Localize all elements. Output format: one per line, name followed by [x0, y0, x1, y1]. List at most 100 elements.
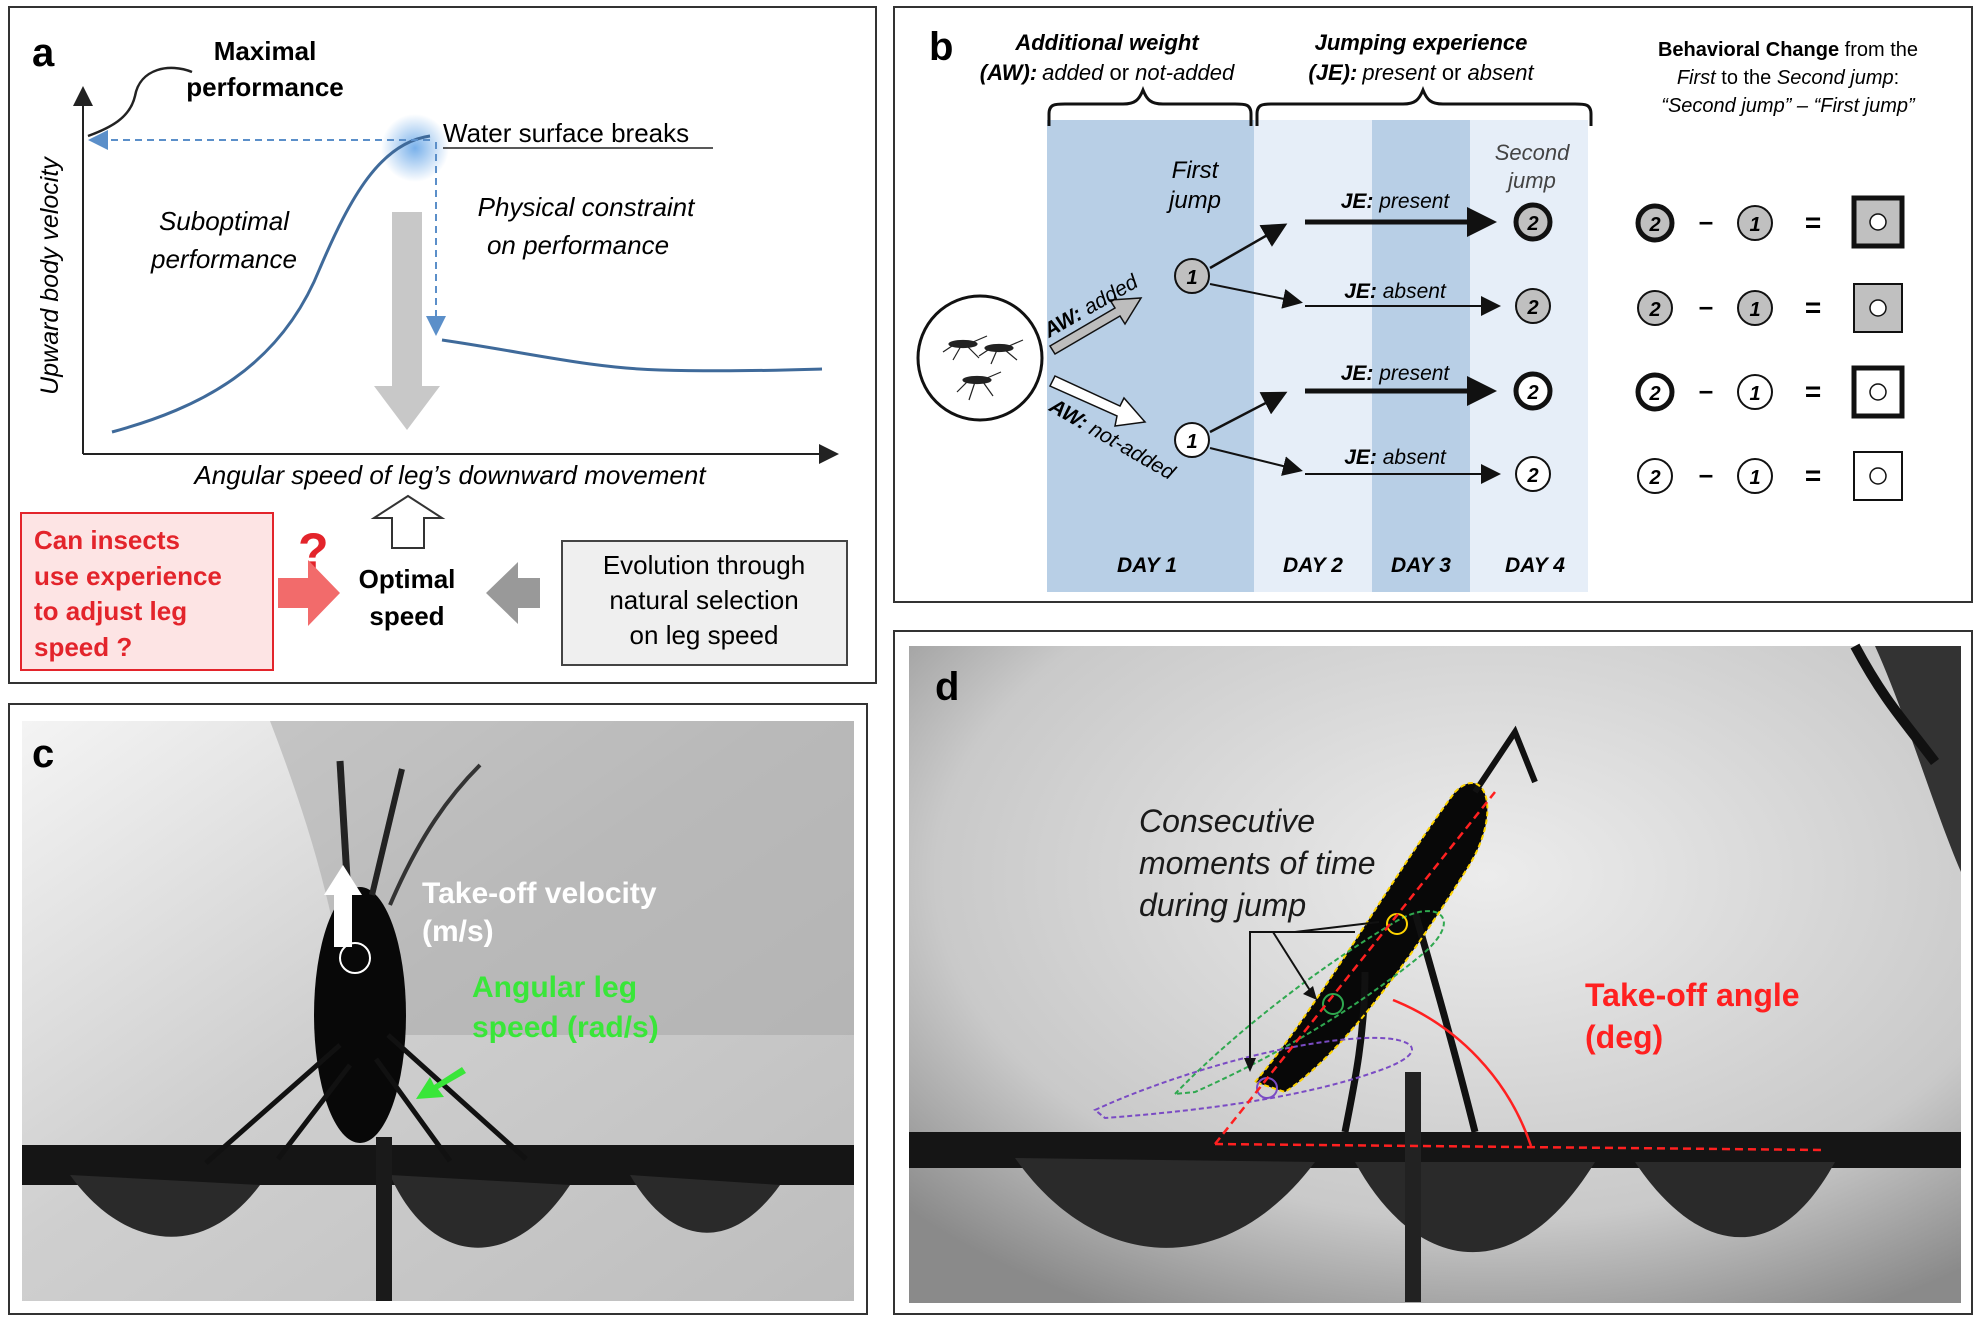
first-jump-node-white: [1174, 422, 1210, 458]
bc-title-line-2: First to the Second jump:: [1677, 67, 1899, 89]
branch-arrow-4: [1209, 447, 1303, 476]
first-jump-node-grey-label: 1: [1186, 267, 1197, 289]
surface-break-glow: [381, 114, 449, 182]
panel-b-letter: b: [929, 25, 953, 69]
velocity-label-2: (m/s): [422, 915, 494, 948]
constraint-label-1: Physical constraint: [478, 192, 697, 222]
panel-d-photo: d Consecutive moments of time during jum…: [909, 643, 1961, 1303]
x-axis-label: Angular speed of leg’s downward movement: [192, 460, 707, 490]
first-jump-label-1: First: [1172, 157, 1220, 184]
branch-arrow-1: [1209, 223, 1288, 270]
max-perf-pointer: [87, 66, 193, 138]
grey-left-arrow: [486, 562, 540, 624]
grey-down-arrow: [374, 212, 440, 430]
take-off-trajectory-line: [1214, 791, 1496, 1145]
aw-notadded-arrow: [1048, 375, 1147, 427]
centre-of-mass-marker: [339, 942, 371, 974]
panel-d: d Consecutive moments of time during jum…: [893, 630, 1973, 1315]
svg-text:1: 1: [1749, 214, 1760, 236]
panel-b-figure: b Additional weight (AW):added or not-ad…: [916, 25, 1918, 592]
second-jump-label-1: Second: [1495, 140, 1570, 165]
svg-text:2: 2: [1648, 299, 1660, 321]
day-4-label: DAY 4: [1505, 554, 1565, 577]
water-ripple-1: [1015, 1158, 1315, 1248]
moments-arrowhead-1: [1244, 1058, 1256, 1072]
insect-antenna: [1472, 725, 1538, 794]
moments-pointer-2: [1294, 921, 1380, 933]
aw-header-title: Additional weight: [1014, 30, 1200, 55]
panel-a-figure: a Upward body velocity Angular speed of …: [20, 31, 848, 671]
panel-c: c Take-off velocity (m/s) Angular leg sp…: [8, 703, 868, 1315]
evolution-line-3: on leg speed: [630, 620, 779, 650]
panel-b: b Additional weight (AW):added or not-ad…: [893, 6, 1973, 603]
second-jump-node-3: [1513, 371, 1553, 411]
panel-c-photo: c Take-off velocity (m/s) Angular leg sp…: [22, 721, 854, 1301]
dark-corner: [1875, 646, 1961, 872]
water-ripple-3: [630, 1175, 780, 1233]
question-line-2: use experience: [34, 561, 222, 591]
bc-row-2: 2 – 1 =: [1637, 283, 1903, 333]
second-jump-node-3-label: 2: [1526, 382, 1538, 404]
insect-leg-2: [276, 1063, 352, 1161]
performance-curve: [111, 134, 431, 434]
moments-bracket: [1249, 931, 1355, 1062]
svg-text:1: 1: [1749, 467, 1760, 489]
je-label-3: JE: present: [1341, 362, 1451, 385]
branch-arrow-3: [1209, 391, 1288, 434]
moments-label-2: moments of time: [1139, 845, 1376, 881]
svg-text:2: 2: [1648, 383, 1660, 405]
horizontal-reference-line: [1214, 1142, 1826, 1152]
branch-arrow-2: [1209, 283, 1303, 309]
purple-body-outline: [1093, 1036, 1413, 1120]
insect-icon: [942, 335, 1024, 401]
panel-d-letter: d: [935, 665, 959, 709]
water-ripple-2: [390, 1175, 570, 1248]
second-jump-node-2: [1515, 288, 1551, 324]
support-post: [1405, 1072, 1421, 1302]
insect-front-leg: [388, 763, 482, 906]
red-right-arrow: [278, 560, 340, 626]
evolution-line-1: Evolution through: [603, 550, 805, 580]
day2-column: [1254, 120, 1372, 592]
bc-row-3: 2 – 1 =: [1635, 365, 1905, 419]
water-ripple-1: [70, 1175, 260, 1237]
svg-text:–: –: [1699, 375, 1713, 405]
day-1-label: DAY 1: [1117, 554, 1177, 577]
second-jump-node-4-label: 2: [1526, 465, 1538, 487]
aw-added-arrow: [1048, 297, 1143, 356]
first-jump-label-2: jump: [1166, 187, 1221, 214]
question-line-1: Can insects: [34, 525, 180, 555]
svg-text:=: =: [1805, 207, 1821, 238]
day4-column: [1470, 120, 1588, 592]
day1-column: [1047, 120, 1254, 592]
day-3-label: DAY 3: [1391, 554, 1451, 577]
panel-a: a Upward body velocity Angular speed of …: [8, 6, 877, 684]
velocity-label-1: Take-off velocity: [422, 877, 657, 910]
svg-text:2: 2: [1648, 467, 1660, 489]
bc-title-line-3: “Second jump” – “First jump”: [1661, 95, 1916, 117]
leg-post: [376, 1137, 392, 1301]
je-brace: [1255, 85, 1593, 126]
water-ripple-3: [1635, 1162, 1835, 1238]
second-jump-node-1: [1513, 202, 1553, 242]
svg-text:1: 1: [1749, 299, 1760, 321]
je-label-4: JE: absent: [1344, 446, 1447, 469]
question-line-4: speed ?: [34, 632, 132, 662]
aw-brace: [1047, 85, 1253, 126]
water-breaks-label: Water surface breaks: [443, 118, 689, 148]
svg-text:=: =: [1805, 460, 1821, 491]
evolution-line-2: natural selection: [609, 585, 798, 615]
take-off-angle-arc: [1392, 998, 1533, 1147]
question-box: [20, 512, 274, 671]
moments-label-3: during jump: [1139, 887, 1306, 923]
optimal-label-2: speed: [369, 601, 444, 631]
suboptimal-label-2: performance: [150, 244, 297, 274]
y-axis-label: Upward body velocity: [36, 156, 64, 395]
bc-row-1: 2 – 1 =: [1635, 195, 1905, 249]
svg-text:1: 1: [1749, 383, 1760, 405]
insect-leg-2: [1341, 971, 1369, 1133]
second-jump-label-2: jump: [1505, 168, 1556, 193]
water-shadow: [270, 721, 854, 1035]
moments-arrowhead-2: [1303, 986, 1317, 1000]
svg-text:=: =: [1805, 376, 1821, 407]
